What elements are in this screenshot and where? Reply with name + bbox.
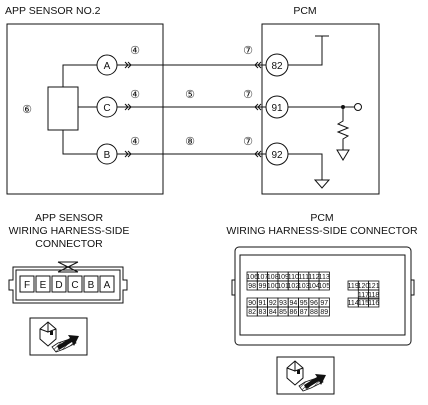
svg-text:C: C bbox=[103, 103, 110, 114]
app-sensor-box bbox=[6, 23, 164, 195]
pcm-terminal-label: 110 bbox=[288, 274, 299, 281]
pcm-connector-title-2: WIRING HARNESS-SIDE CONNECTOR bbox=[226, 225, 418, 237]
pcm-terminal-label: 108 bbox=[267, 274, 279, 281]
pcm-terminal-label: 94 bbox=[289, 300, 297, 307]
connector-chevrons bbox=[124, 61, 262, 158]
pcm-terminal-cell bbox=[318, 280, 330, 291]
pcm-terminal-label: 99 bbox=[259, 283, 267, 290]
svg-text:D: D bbox=[55, 280, 62, 291]
pcm-terminal-label: 100 bbox=[267, 283, 279, 290]
pcm-terminal-label: 89 bbox=[320, 309, 328, 316]
pull-down-resistor bbox=[336, 107, 350, 161]
pcm-terminal-label: 86 bbox=[289, 309, 297, 316]
wire-ref-c-1: ④ bbox=[130, 89, 140, 101]
wire-ref-c-2: ⑤ bbox=[185, 89, 195, 101]
pcm-terminal-label: 93 bbox=[279, 300, 287, 307]
pcm-terminal-label: 98 bbox=[248, 283, 256, 290]
pcm-terminal-label: 121 bbox=[368, 283, 380, 290]
pcm-terminal-cell bbox=[368, 289, 380, 300]
svg-text:C: C bbox=[71, 280, 78, 291]
pcm-terminal-label: 95 bbox=[300, 300, 308, 307]
pcm-terminal-label: 119 bbox=[348, 283, 359, 290]
pcm-terminal-label: 113 bbox=[319, 274, 330, 281]
pcm-terminal-label: 117 bbox=[358, 292, 369, 299]
app-connector-face: F E D C B A bbox=[8, 261, 128, 304]
pcm-terminal-label: 118 bbox=[368, 292, 379, 299]
svg-text:92: 92 bbox=[271, 150, 283, 161]
pcm-box bbox=[261, 23, 380, 195]
pcm-terminal-label: 116 bbox=[368, 300, 379, 307]
sensor-pin-a: A bbox=[96, 54, 118, 76]
pcm-title: PCM bbox=[293, 5, 316, 17]
pcm-terminal-label: 97 bbox=[320, 300, 328, 307]
pcm-terminal-label: 85 bbox=[279, 309, 287, 316]
pcm-terminal-label: 90 bbox=[248, 300, 256, 307]
pcm-terminal-label: 105 bbox=[318, 283, 330, 290]
signal-terminal bbox=[354, 103, 362, 111]
app-connector-title-2: WIRING HARNESS-SIDE bbox=[9, 225, 130, 237]
pcm-terminal-label: 103 bbox=[298, 283, 310, 290]
sensor-internal-wiring bbox=[62, 64, 97, 155]
pcm-terminal-label: 120 bbox=[358, 283, 370, 290]
pcm-terminal-label: 87 bbox=[300, 309, 308, 316]
wire-ref-a-1: ④ bbox=[130, 45, 140, 57]
pcm-terminal-label: 111 bbox=[298, 274, 309, 281]
svg-text:E: E bbox=[40, 280, 47, 291]
pcm-terminal-label: 115 bbox=[358, 300, 369, 307]
svg-text:A: A bbox=[104, 61, 111, 72]
svg-text:B: B bbox=[104, 150, 111, 161]
pcm-terminal-label: 83 bbox=[259, 309, 267, 316]
pcm-terminal-cell bbox=[318, 306, 330, 317]
svg-text:B: B bbox=[88, 280, 95, 291]
pcm-terminal-label: 96 bbox=[310, 300, 318, 307]
pcm-terminal-cell bbox=[368, 297, 380, 308]
app-connector-title-1: APP SENSOR bbox=[35, 212, 103, 224]
pcm-pin-92: 92 bbox=[265, 142, 289, 166]
pcm-power-supply bbox=[288, 35, 329, 66]
pcm-connector-title-1: PCM bbox=[310, 212, 333, 224]
app-sensor-title: APP SENSOR NO.2 bbox=[5, 5, 101, 17]
pcm-terminal-label: 109 bbox=[277, 274, 289, 281]
pcm-terminal-label: 101 bbox=[277, 283, 289, 290]
wire-ref-c-3: ⑦ bbox=[243, 89, 253, 101]
svg-text:82: 82 bbox=[271, 61, 283, 72]
pcm-terminal-label: 106 bbox=[246, 274, 258, 281]
sensor-element bbox=[47, 86, 79, 131]
wire-ref-b-2: ⑧ bbox=[185, 136, 195, 148]
pcm-ground bbox=[288, 153, 331, 189]
pcm-terminal-label: 102 bbox=[288, 283, 300, 290]
pcm-terminal-label: 114 bbox=[348, 300, 359, 307]
pcm-terminal-label: 82 bbox=[248, 309, 256, 316]
pcm-pin-82: 82 bbox=[265, 53, 289, 77]
pcm-terminal-label: 92 bbox=[269, 300, 277, 307]
wire-ref-b-3: ⑦ bbox=[243, 136, 253, 148]
sensor-pin-c: C bbox=[96, 96, 118, 118]
wire-ref-a-2: ⑦ bbox=[243, 45, 253, 57]
pcm-terminal-label: 84 bbox=[269, 309, 277, 316]
pcm-pin-91: 91 bbox=[265, 95, 289, 119]
sensor-ref-number: ⑥ bbox=[22, 104, 32, 116]
sensor-pin-b: B bbox=[96, 143, 118, 165]
app-connector-orientation-icon bbox=[29, 317, 88, 356]
pcm-terminal-label: 107 bbox=[257, 274, 269, 281]
wire-ref-b-1: ④ bbox=[130, 136, 140, 148]
svg-text:F: F bbox=[24, 280, 30, 291]
app-connector-title-3: CONNECTOR bbox=[35, 238, 103, 250]
svg-text:A: A bbox=[104, 280, 111, 291]
pcm-connector-orientation-icon bbox=[276, 356, 335, 395]
pcm-terminal-label: 112 bbox=[308, 274, 319, 281]
svg-text:91: 91 bbox=[271, 103, 283, 114]
pcm-terminal-label: 104 bbox=[308, 283, 320, 290]
pcm-terminal-label: 91 bbox=[259, 300, 267, 307]
pcm-terminal-label: 88 bbox=[310, 309, 318, 316]
